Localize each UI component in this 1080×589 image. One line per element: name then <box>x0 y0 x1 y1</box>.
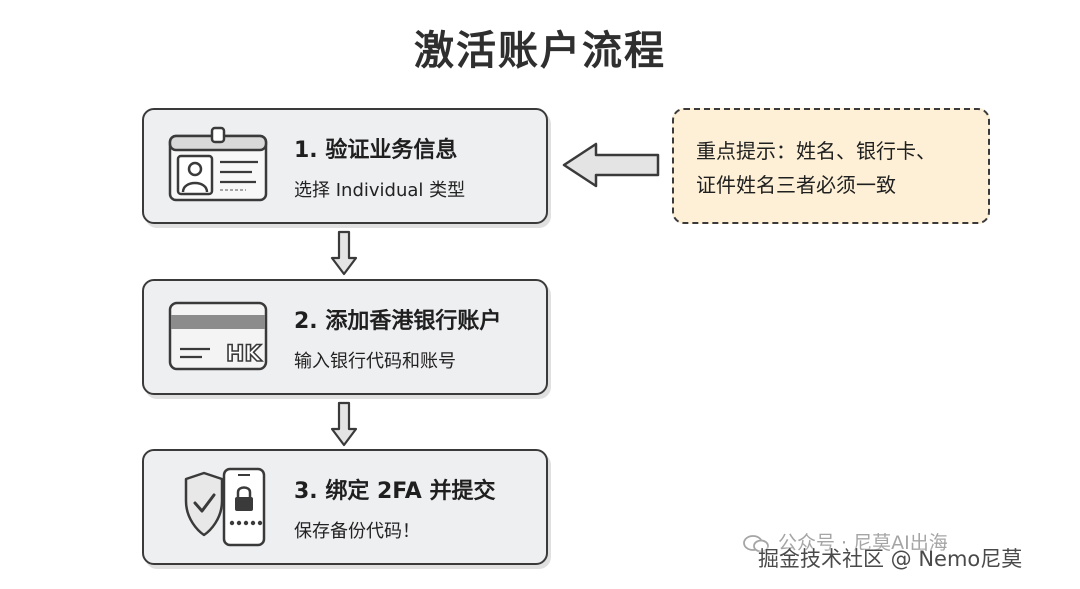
card-label: HK <box>226 342 262 367</box>
id-card-icon <box>168 126 268 202</box>
step-1-subtitle: 选择 Individual 类型 <box>294 180 466 201</box>
watermark-wechat: 公众号 · 尼莫AI出海 <box>742 528 948 555</box>
watermark-line-1: 公众号 · 尼莫AI出海 <box>778 532 948 554</box>
step-3-box: 3. 绑定 2FA 并提交 保存备份代码！ <box>142 449 548 565</box>
down-arrow-icon <box>330 230 358 276</box>
watermark-line-2: 掘金技术社区 @ Nemo尼莫 <box>758 547 1023 571</box>
step-2-subtitle: 输入银行代码和账号 <box>294 351 456 372</box>
bank-card-icon: HK <box>168 301 268 371</box>
tip-line-1: 重点提示：姓名、银行卡、 <box>696 139 936 163</box>
phone-lock-shield-icon <box>184 467 266 547</box>
wechat-icon <box>743 534 769 552</box>
down-arrow-icon <box>330 401 358 447</box>
step-1-title: 1. 验证业务信息 <box>294 138 458 163</box>
step-3-title: 3. 绑定 2FA 并提交 <box>294 479 496 504</box>
step-3-subtitle: 保存备份代码！ <box>294 521 420 542</box>
page-title: 激活账户流程 <box>414 28 666 74</box>
tip-line-2: 证件姓名三者必须一致 <box>696 173 896 197</box>
step-1-box: 1. 验证业务信息 选择 Individual 类型 <box>142 108 548 224</box>
step-2-title: 2. 添加香港银行账户 <box>294 309 502 334</box>
left-arrow-icon <box>562 142 660 188</box>
tip-box: 重点提示：姓名、银行卡、 证件姓名三者必须一致 <box>672 108 990 224</box>
step-2-box: HK 2. 添加香港银行账户 输入银行代码和账号 <box>142 279 548 395</box>
